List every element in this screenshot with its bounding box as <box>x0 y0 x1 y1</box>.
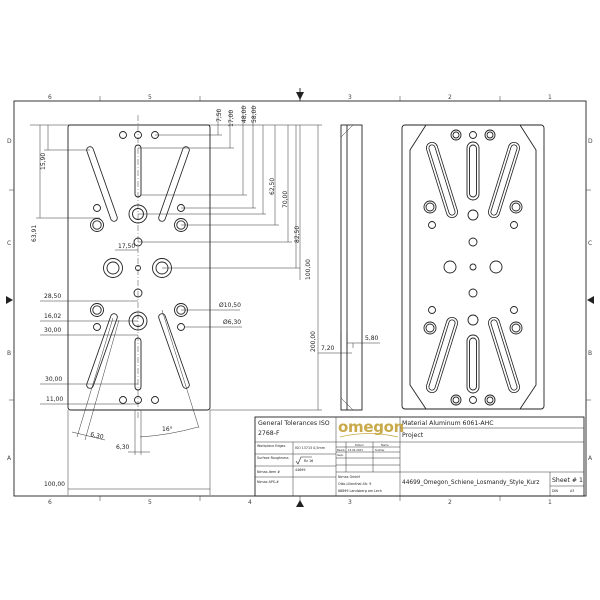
dim-11-00: 11,00 <box>46 396 63 403</box>
drawn-label: Bearb. <box>337 448 346 452</box>
grid-row-b: B <box>7 350 11 357</box>
grid-col-3-bottom: 3 <box>348 499 352 506</box>
dim-7-50: 7,50 <box>216 108 223 122</box>
project-label: Project <box>402 432 424 439</box>
dim-100-00-vertical: 100,00 <box>305 259 312 280</box>
grid-row-b-right: B <box>588 350 592 357</box>
dim-width-100: 100,00 <box>44 481 65 488</box>
dim-diameter-6-30: Ø6,30 <box>223 319 241 326</box>
name-header: Name <box>381 443 389 447</box>
material: Material Aluminum 6061-AHC <box>402 420 494 427</box>
dim-63-91: 63,91 <box>31 225 38 242</box>
date-header: Datum <box>355 443 364 447</box>
grid-col-1-bottom: 1 <box>548 499 552 506</box>
nimax-item-value: 44699 <box>295 468 306 472</box>
workpiece-edges-label: Workpiece Edges <box>257 444 286 448</box>
slanted-slot-right <box>159 147 189 221</box>
dim-16-02: 16,02 <box>44 313 61 320</box>
grid-col-6-bottom: 6 <box>48 499 52 506</box>
dim-200-00: 200,00 <box>310 331 317 352</box>
omegon-logo: omegon <box>338 418 404 436</box>
grid-row-a: A <box>7 455 12 462</box>
omegon-logo-swoosh <box>339 433 399 438</box>
dim-48-00: 48,00 <box>241 106 248 123</box>
grid-col-1: 1 <box>548 94 552 101</box>
grid-col-2: 2 <box>448 94 452 101</box>
title-block: General Tolerances ISO 2768-F omegon Mat… <box>254 416 585 497</box>
slanted-slot-left <box>87 147 117 221</box>
drawn-date: 15.02.2023 <box>348 448 363 452</box>
grid-row-d: D <box>7 138 12 145</box>
grid-column-labels: 6 5 3 2 1 6 5 4 3 2 1 <box>48 94 552 506</box>
centering-arrows <box>6 88 594 507</box>
dimension-labels: 7,50 17,00 48,00 58,00 62,50 70,00 82,50… <box>31 106 379 488</box>
dim-5-80: 5,80 <box>365 335 379 342</box>
back-view <box>401 124 545 409</box>
drawing-filename: 44699_Omegon_Schiene_Losmandy_Style_Kurz <box>402 480 539 486</box>
center-slot <box>134 144 142 198</box>
dimension-lines <box>30 105 380 495</box>
grid-col-6: 6 <box>48 94 52 101</box>
dim-diameter-10-50: Ø10,50 <box>219 302 241 309</box>
grid-col-5-bottom: 5 <box>148 499 152 506</box>
front-holes <box>86 131 190 247</box>
grid-row-c-right: C <box>588 240 592 247</box>
general-tolerances-standard: 2768-F <box>258 430 280 437</box>
grid-row-c: C <box>7 240 11 247</box>
center-arrow-bottom-icon <box>296 500 304 507</box>
grid-row-d-right: D <box>588 138 593 145</box>
dim-82-50: 82,50 <box>294 226 301 243</box>
center-arrow-right-icon <box>587 296 594 304</box>
format-label: DIN <box>552 489 559 493</box>
grid-row-labels: D C B A D C B A <box>7 138 593 462</box>
nimax-aps-label: Nimax APS-# <box>257 480 279 484</box>
surface-roughness-label: Surface Roughness <box>257 456 289 460</box>
sheet-number: Sheet # 1 <box>552 477 583 484</box>
dim-15-90: 15,90 <box>40 153 47 170</box>
dim-30-00-upper: 30,00 <box>44 327 61 334</box>
center-arrow-left-icon <box>6 296 13 304</box>
grid-col-4-bottom: 4 <box>248 499 252 506</box>
side-view <box>340 124 363 411</box>
general-tolerances: General Tolerances ISO <box>258 420 330 427</box>
dim-30-00-lower: 30,00 <box>45 376 62 383</box>
company-name: Nimax GmbH <box>338 475 360 479</box>
drawn-name: f.kohler <box>375 448 386 452</box>
dim-slot-width: 6,30 <box>116 444 130 451</box>
dim-17-00: 17,00 <box>228 110 235 127</box>
company-street: Otto-Lilienthal-Str. 9 <box>338 482 371 486</box>
surface-roughness-value: Rz 16 <box>304 459 313 463</box>
dim-slot-width-slanted: 6,30 <box>90 431 105 441</box>
format-value: A3 <box>570 489 574 493</box>
workpiece-edges-value: ISO 13715 0,5mm <box>295 446 325 450</box>
dim-angle-16: 16° <box>162 426 173 433</box>
grid-ticks <box>9 96 591 501</box>
dim-28-50: 28,50 <box>44 293 61 300</box>
dim-58-00: 58,00 <box>251 106 258 123</box>
company-city: 86899 Landsberg am Lech <box>338 489 382 493</box>
dim-62-50: 62,50 <box>269 178 276 195</box>
grid-col-3: 3 <box>348 94 352 101</box>
roughness-symbol-icon <box>295 456 312 465</box>
dim-7-20: 7,20 <box>321 345 335 352</box>
grid-col-2-bottom: 2 <box>448 499 452 506</box>
grid-row-a-right: A <box>588 455 593 462</box>
grid-col-5: 5 <box>148 94 152 101</box>
plate-outline <box>67 124 211 411</box>
front-view <box>67 115 211 420</box>
dim-17-50: 17,50 <box>118 243 135 250</box>
dim-70-00: 70,00 <box>282 191 289 208</box>
checked-label: Gepr. <box>337 453 344 457</box>
nimax-item-label: Nimax-Item # <box>257 470 280 474</box>
